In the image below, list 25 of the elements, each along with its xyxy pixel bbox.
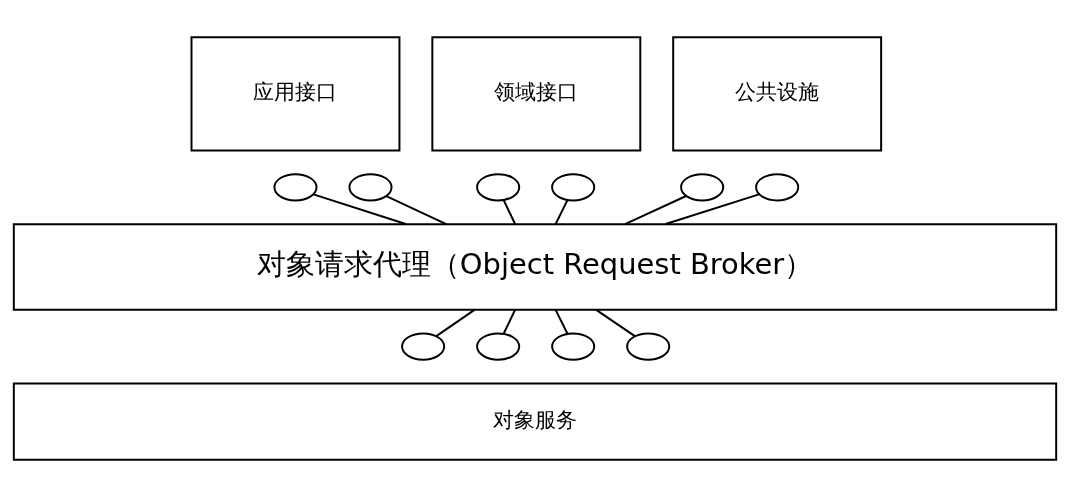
node-box: 对象服务 bbox=[12, 381, 1058, 461]
connector bbox=[664, 192, 760, 225]
node-box: 对象请求代理（Object Request Broker） bbox=[12, 222, 1058, 311]
connector bbox=[502, 308, 517, 335]
connector bbox=[554, 308, 569, 335]
connector bbox=[312, 192, 407, 225]
connector bbox=[554, 199, 569, 225]
node-ellipse bbox=[626, 331, 671, 361]
connector bbox=[502, 199, 517, 225]
node-ellipse bbox=[680, 172, 725, 201]
node-box: 应用接口 bbox=[190, 35, 401, 151]
connector bbox=[595, 308, 636, 337]
node-box: 领域接口 bbox=[431, 35, 642, 151]
node-ellipse bbox=[348, 172, 393, 201]
node-ellipse bbox=[401, 331, 446, 361]
node-ellipse bbox=[755, 172, 800, 201]
node-ellipse bbox=[476, 172, 521, 201]
connector bbox=[435, 308, 476, 337]
node-ellipse bbox=[273, 172, 318, 201]
node-ellipse bbox=[476, 331, 521, 361]
connector bbox=[624, 194, 688, 225]
node-ellipse bbox=[551, 172, 596, 201]
connector bbox=[385, 194, 448, 225]
node-ellipse bbox=[551, 331, 596, 361]
node-box: 公共设施 bbox=[672, 35, 883, 151]
